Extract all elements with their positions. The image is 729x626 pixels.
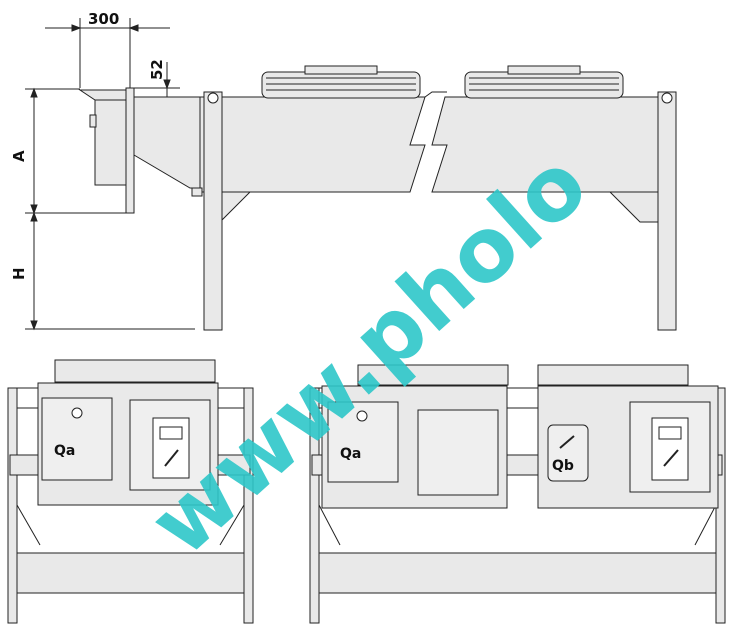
side-view-right xyxy=(309,364,726,624)
left-leg-l xyxy=(7,387,18,624)
right-lightning-icon-b xyxy=(559,435,575,449)
leg-post-left xyxy=(203,91,223,331)
left-lightning-icon xyxy=(164,449,179,467)
bracket-support xyxy=(133,96,201,189)
left-switch-label: Qa xyxy=(54,443,75,459)
bracket-box xyxy=(94,99,128,186)
lower-brace-right xyxy=(608,191,661,223)
right-switch-b-label: Qb xyxy=(552,458,574,474)
left-frame-bottom-bar xyxy=(7,552,254,594)
right-lightning-icon xyxy=(663,449,679,467)
casing-left xyxy=(199,96,426,193)
bracket-plate xyxy=(125,87,135,214)
dimension-h-label: H xyxy=(10,267,28,280)
leg-post-right xyxy=(657,91,677,331)
right-blank-panel xyxy=(417,409,499,496)
front-elevation-view: 300 52 A H xyxy=(10,10,677,331)
left-fan xyxy=(54,359,216,383)
dimension-300-label: 300 xyxy=(88,10,119,28)
bottom-block xyxy=(191,187,203,197)
left-indicator-icon xyxy=(71,407,83,419)
dimension-52-label: 52 xyxy=(148,59,166,80)
break-line-top xyxy=(424,91,447,98)
fan-guard-right xyxy=(464,65,624,99)
right-frame-bottom-bar xyxy=(309,552,726,594)
dimension-a-h xyxy=(25,87,195,331)
bracket-knob xyxy=(89,114,97,128)
fan-guard-left xyxy=(261,65,421,99)
dimension-a-label: A xyxy=(10,150,28,162)
bracket-top xyxy=(78,89,134,101)
right-fan-a xyxy=(357,364,509,386)
side-view-left xyxy=(7,359,254,624)
right-fan-b xyxy=(537,364,689,386)
right-switch-a-label: Qa xyxy=(340,446,361,462)
right-indicator-icon xyxy=(356,410,368,422)
right-switch-panel-b xyxy=(547,424,589,482)
watermark-text: www.pholo xyxy=(130,132,606,576)
dimension-300 xyxy=(45,18,170,88)
